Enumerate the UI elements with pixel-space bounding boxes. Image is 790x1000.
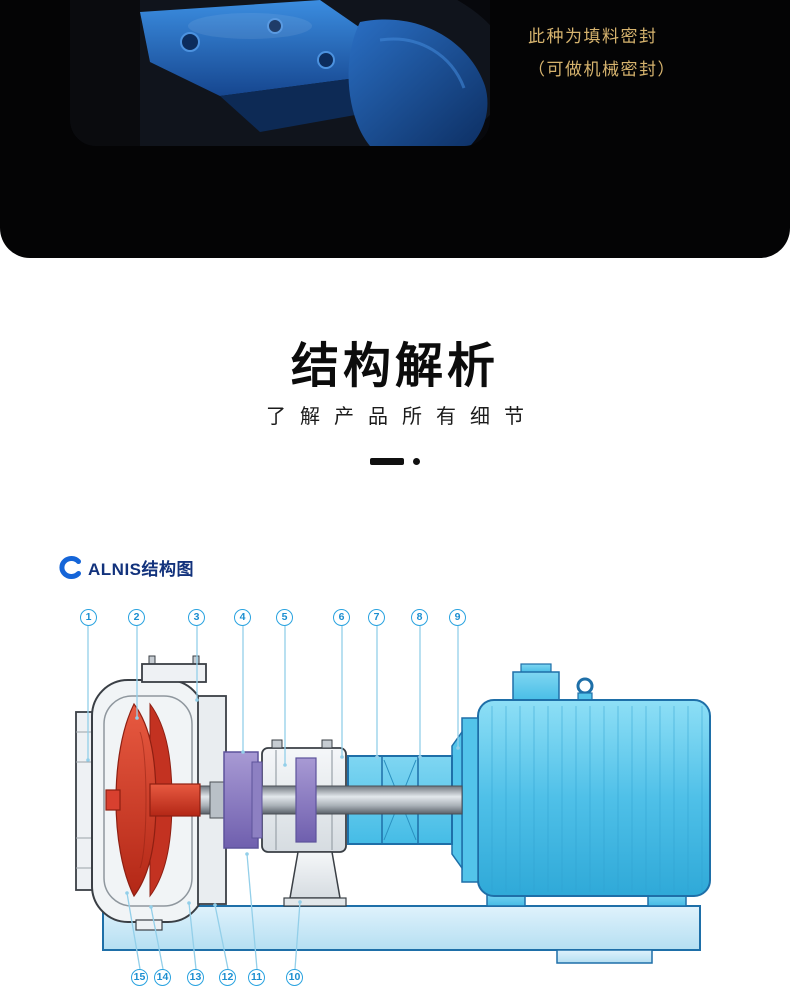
callout-11: 11 bbox=[248, 969, 265, 986]
hero-caption: 此种为填料密封 （可做机械密封） bbox=[528, 20, 676, 86]
callout-5: 5 bbox=[276, 609, 293, 626]
callout-1: 1 bbox=[80, 609, 97, 626]
callout-15: 15 bbox=[131, 969, 148, 986]
divider-dot bbox=[413, 458, 420, 465]
callout-8: 8 bbox=[411, 609, 428, 626]
pump-photo-art bbox=[70, 0, 490, 146]
section-title: 结构解析 bbox=[290, 340, 499, 393]
callout-7: 7 bbox=[368, 609, 385, 626]
leader-lines bbox=[86, 626, 460, 970]
seal-gland bbox=[223, 751, 317, 849]
diagram-title: ALNIS结构图 bbox=[88, 560, 194, 579]
pump-photo bbox=[70, 0, 490, 146]
callout-4: 4 bbox=[234, 609, 251, 626]
section-subtitle: 了解产品所有细节 bbox=[266, 406, 538, 428]
callout-14: 14 bbox=[154, 969, 171, 986]
hero-caption-line1: 此种为填料密封 bbox=[528, 27, 658, 46]
callout-12: 12 bbox=[219, 969, 236, 986]
callout-3: 3 bbox=[188, 609, 205, 626]
hero-caption-line2: （可做机械密封） bbox=[528, 60, 676, 80]
divider-dash bbox=[370, 458, 404, 465]
motor bbox=[461, 663, 711, 907]
section-divider bbox=[0, 458, 790, 465]
pump-structure-diagram bbox=[75, 626, 711, 970]
callout-6: 6 bbox=[333, 609, 350, 626]
callout-10: 10 bbox=[286, 969, 303, 986]
callout-9: 9 bbox=[449, 609, 466, 626]
callout-2: 2 bbox=[128, 609, 145, 626]
callout-13: 13 bbox=[187, 969, 204, 986]
diagram-header: ALNIS结构图 bbox=[57, 555, 194, 580]
alnis-logo-icon bbox=[59, 556, 81, 579]
base-plate bbox=[102, 905, 701, 964]
hero-banner: 此种为填料密封 （可做机械密封） bbox=[0, 0, 790, 258]
impeller bbox=[105, 702, 201, 898]
